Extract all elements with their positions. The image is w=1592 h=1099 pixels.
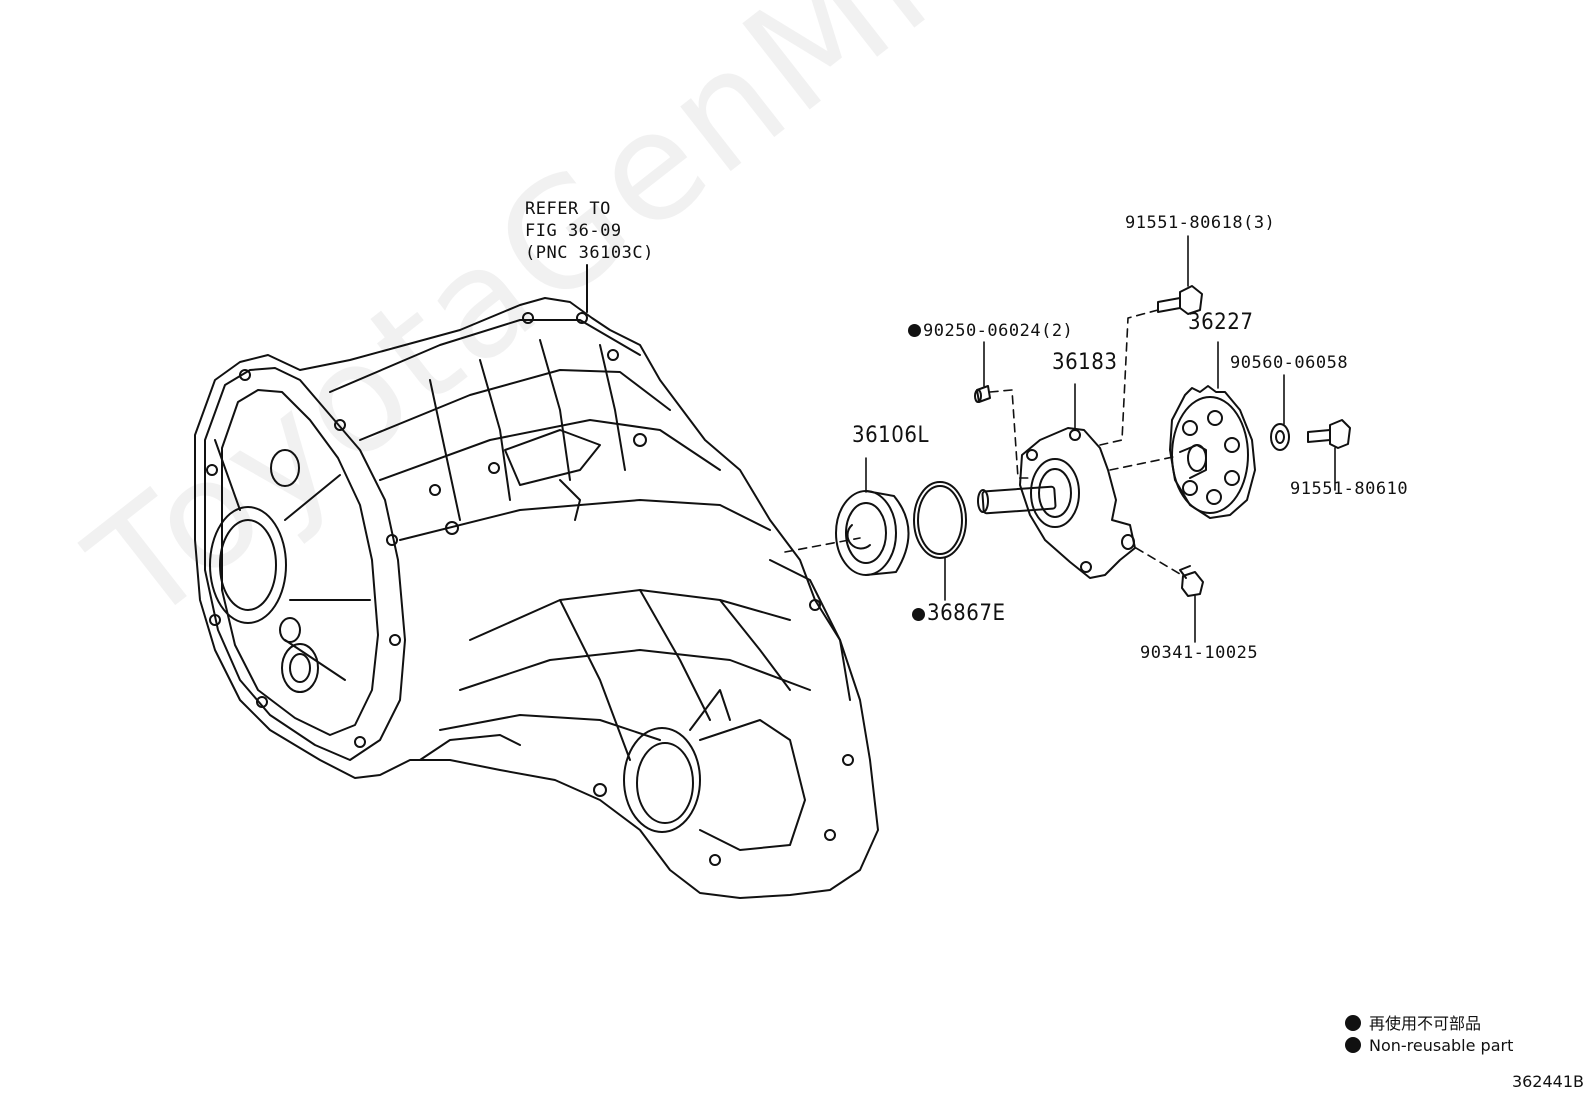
bolt-91551-80618 <box>1099 235 1203 446</box>
part-label-36867E: 36867E <box>912 603 1005 625</box>
figure-code: 362441B <box>1511 1072 1584 1091</box>
part-label-90341-10025: 90341-10025 <box>1140 643 1259 663</box>
part-label-36106L: 36106L <box>852 423 929 448</box>
gear-36227 <box>1169 341 1256 519</box>
part-label-90560-06058: 90560-06058 <box>1230 353 1349 373</box>
part-label-91551-80610: 91551-80610 <box>1290 479 1409 499</box>
bolt-91551-80610 <box>1307 419 1351 491</box>
oil-pump-body-36183 <box>977 383 1136 579</box>
refer-note-line-1: REFER TO <box>525 199 611 219</box>
legend-item-jp: 再使用不可部品 <box>1345 1010 1481 1034</box>
transfer-case-housing <box>194 297 879 899</box>
assembly-line-pump <box>1109 455 1179 471</box>
part-label-36227: 36227 <box>1188 310 1254 335</box>
nonreusable-dot-icon <box>912 608 925 621</box>
part-label-91551-80618: 91551-80618(3) <box>1125 213 1276 233</box>
o-ring-36867E <box>913 481 967 601</box>
part-label-90250-06024: 90250-06024(2) <box>908 320 1073 342</box>
part-label-36183: 36183 <box>1052 350 1118 375</box>
bearing-36106L <box>835 457 910 576</box>
plug-90341-10025 <box>1135 547 1204 643</box>
nonreusable-dot-icon <box>1345 1015 1361 1031</box>
washer-90560-06058 <box>1270 374 1290 451</box>
legend-item-en: Non-reusable part <box>1345 1036 1513 1055</box>
pin-90250-06024 <box>974 341 1031 479</box>
nonreusable-dot-icon <box>908 324 921 337</box>
nonreusable-dot-icon <box>1345 1037 1361 1053</box>
refer-note-line-2: FIG 36-09 <box>525 221 622 241</box>
refer-note-line-3: (PNC 36103C) <box>525 243 654 263</box>
